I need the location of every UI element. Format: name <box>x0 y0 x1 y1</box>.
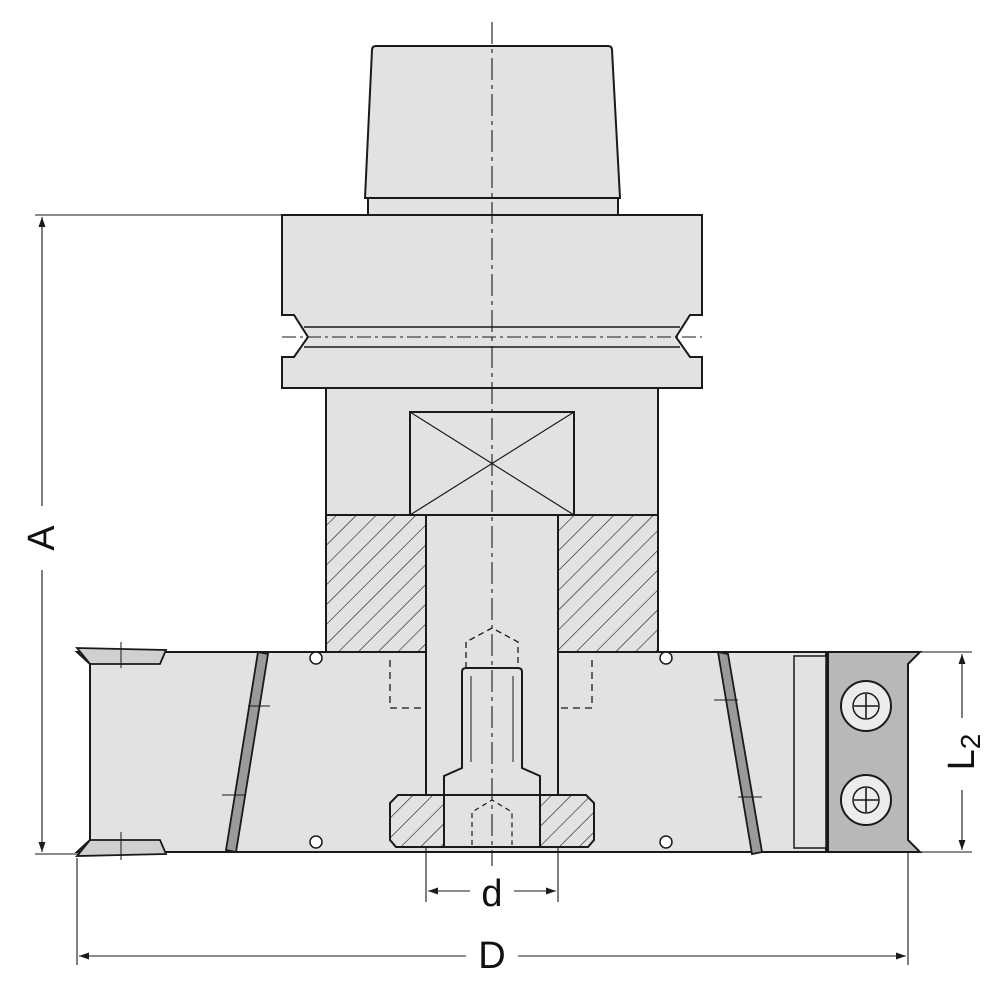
dimension-label-d: d <box>481 873 502 915</box>
taper-shank-step <box>367 197 619 216</box>
relief-notch <box>659 835 673 849</box>
diagonal-blade-left <box>224 650 270 854</box>
relief-notch <box>659 651 673 665</box>
clamping-bolt <box>443 667 541 796</box>
relief-notch <box>309 835 323 849</box>
washer-left-section <box>389 794 445 848</box>
arbor-section-left <box>325 514 427 656</box>
dimension-label-L: L <box>941 749 983 770</box>
dimension-label-subscript: 2 <box>955 734 986 750</box>
diagonal-blade-right <box>716 650 764 856</box>
insert-screw-top <box>840 680 892 732</box>
hidden-recess-left <box>389 660 426 709</box>
insert-pocket <box>793 655 827 849</box>
insert-screw-bottom <box>840 774 892 826</box>
dimension-label-A: A <box>21 525 63 551</box>
dimension-label-L2: L2 <box>941 734 986 771</box>
relief-notch <box>309 651 323 665</box>
washer-right-section <box>539 794 595 848</box>
hidden-recess-right <box>558 660 593 709</box>
dimension-label-D: D <box>478 935 505 977</box>
arbor-section-right <box>557 514 659 656</box>
